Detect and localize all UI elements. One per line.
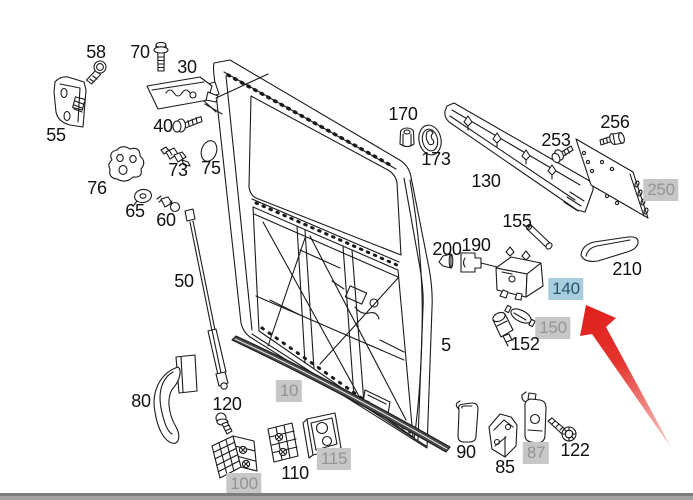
part-label-80[interactable]: 80 — [131, 391, 151, 411]
lens-210-drawing — [580, 236, 639, 262]
part-label-10[interactable]: 10 — [275, 380, 303, 402]
part-label-122[interactable]: 122 — [560, 440, 590, 460]
ball-stud-60-drawing — [156, 195, 181, 213]
screw-253-drawing — [551, 145, 574, 164]
part-label-140-highlighted[interactable]: 140 — [548, 278, 584, 300]
part-label-120[interactable]: 120 — [212, 394, 242, 414]
grommet-65-drawing — [133, 188, 152, 206]
emblem-173-drawing — [418, 124, 442, 156]
striker-85-drawing — [488, 413, 518, 458]
part-label-65[interactable]: 65 — [125, 201, 145, 221]
part-label-87[interactable]: 87 — [522, 442, 550, 464]
buffer-90-drawing — [455, 400, 479, 443]
part-label-155[interactable]: 155 — [502, 211, 532, 231]
part-label-55[interactable]: 55 — [46, 125, 66, 145]
clip-200-drawing — [438, 253, 454, 269]
part-label-75[interactable]: 75 — [201, 158, 221, 178]
part-label-173[interactable]: 173 — [421, 149, 451, 169]
flanged-bolt-40-drawing — [172, 115, 203, 133]
part-label-5[interactable]: 5 — [441, 335, 451, 355]
part-label-190[interactable]: 190 — [461, 235, 491, 255]
gas-strut-drawing — [184, 208, 229, 390]
part-label-30[interactable]: 30 — [177, 57, 197, 77]
lamp-housing-140-drawing — [495, 246, 544, 301]
clip-190-drawing — [460, 252, 498, 273]
part-label-130[interactable]: 130 — [471, 171, 501, 191]
grille-110-drawing — [267, 422, 299, 463]
highlight-arrow — [580, 305, 672, 449]
part-label-90[interactable]: 90 — [456, 442, 476, 462]
part-label-50[interactable]: 50 — [174, 271, 194, 291]
socket-bolt-drawing — [85, 60, 107, 85]
part-label-40[interactable]: 40 — [153, 116, 173, 136]
part-label-110[interactable]: 110 — [281, 463, 309, 483]
part-label-170[interactable]: 170 — [388, 104, 418, 124]
part-label-150[interactable]: 150 — [535, 317, 571, 339]
flanged-bolt-70-drawing — [153, 41, 169, 72]
gasket-76-drawing — [108, 146, 145, 182]
part-label-253[interactable]: 253 — [541, 130, 571, 150]
oring-75-drawing — [200, 140, 218, 162]
part-label-100[interactable]: 100 — [226, 473, 262, 495]
part-label-115[interactable]: 115 — [316, 448, 352, 470]
grille-100-drawing — [211, 435, 258, 479]
part-label-85[interactable]: 85 — [495, 457, 515, 477]
part-label-58[interactable]: 58 — [86, 42, 106, 62]
screw-256-drawing — [599, 131, 625, 146]
check-strap-drawing — [153, 354, 198, 444]
seal-strip-drawing — [231, 335, 451, 453]
screw-122-drawing — [547, 417, 577, 442]
part-label-256[interactable]: 256 — [600, 112, 630, 132]
part-label-200[interactable]: 200 — [432, 239, 462, 259]
part-label-152[interactable]: 152 — [510, 334, 540, 354]
part-label-210[interactable]: 210 — [612, 259, 642, 279]
hinge-bracket-drawing — [53, 76, 87, 128]
mount-panel-250-drawing — [575, 138, 649, 219]
part-label-60[interactable]: 60 — [156, 210, 176, 230]
hinge-30-drawing — [146, 73, 269, 115]
part-label-70[interactable]: 70 — [130, 42, 150, 62]
bottom-frame-line — [0, 493, 693, 496]
screw-120-drawing — [215, 412, 233, 435]
bottom-frame-highlight — [0, 496, 693, 500]
bulb-socket-drawing — [492, 304, 536, 347]
lock-87-drawing — [521, 391, 547, 449]
valve-73-drawing — [160, 146, 191, 167]
tailgate-panel-drawing — [196, 59, 433, 449]
part-label-73[interactable]: 73 — [168, 160, 188, 180]
nut-170-drawing — [399, 127, 415, 148]
part-label-250[interactable]: 250 — [643, 179, 679, 201]
part-label-76[interactable]: 76 — [87, 178, 107, 198]
pin-155-drawing — [525, 223, 553, 250]
grille-frame-115-drawing — [302, 412, 342, 459]
